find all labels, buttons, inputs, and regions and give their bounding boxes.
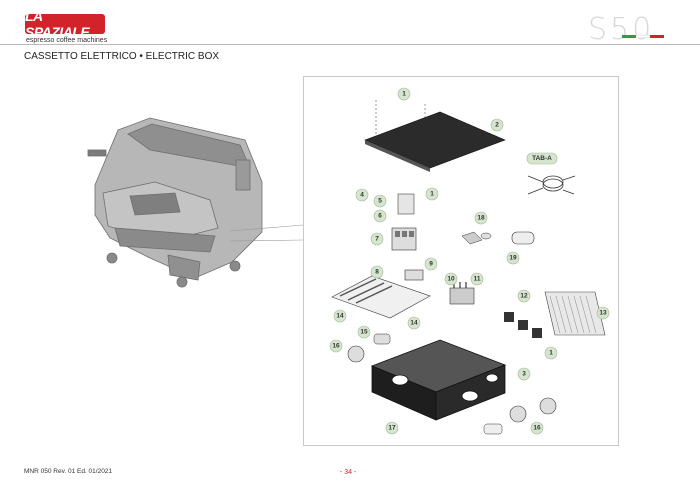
part-tab-a-wire [527,175,576,195]
svg-text:4: 4 [360,192,364,199]
svg-text:7: 7 [375,236,379,243]
part-fan [347,345,557,423]
svg-text:9: 9 [429,261,433,268]
header-divider [0,44,700,45]
part-foot [483,423,503,435]
callout-18: 18 [474,211,488,225]
svg-text:3: 3 [522,371,526,378]
svg-text:19: 19 [509,255,517,262]
callout-1-mid: 1 [425,187,439,201]
callout-4: 4 [355,188,369,202]
part-terminal-block [449,287,475,305]
svg-text:1: 1 [402,91,406,98]
svg-text:12: 12 [520,293,528,300]
document-reference: MNR 050 Rev. 01 Ed. 01/2021 [24,468,113,475]
part-circuit-board [331,275,431,319]
flag-red [650,35,664,38]
part-filter [373,333,391,345]
callout-19: 19 [506,251,520,265]
leader-line-bottom [229,239,304,242]
callout-tab-a: TAB-A [526,152,558,165]
svg-text:13: 13 [599,310,607,317]
section-title: CASSETTO ELETTRICO • ELECTRIC BOX [24,51,220,62]
leader-line-top [229,224,304,232]
callout-14-right: 14 [407,316,421,330]
flag-green [622,35,636,38]
callout-15: 15 [357,325,371,339]
part-capacitor [511,231,535,245]
brand-tagline: espresso coffee machines [26,37,108,44]
svg-text:16: 16 [332,343,340,350]
callout-7: 7 [370,232,384,246]
svg-text:18: 18 [477,215,485,222]
callout-17: 17 [385,421,399,435]
svg-text:5: 5 [378,198,382,205]
callout-6: 6 [373,209,387,223]
callout-5: 5 [373,194,387,208]
svg-text:2: 2 [495,122,499,129]
page-number: - 34 - [340,469,357,476]
part-clip [461,231,483,245]
svg-text:10: 10 [447,276,455,283]
svg-text:11: 11 [474,276,481,283]
callout-3: 3 [517,367,531,381]
svg-text:6: 6 [378,213,382,220]
svg-text:14: 14 [336,313,344,320]
svg-text:15: 15 [360,329,368,336]
callout-1-bottom: 1 [544,346,558,360]
callout-2: 2 [490,118,504,132]
callout-12: 12 [517,289,531,303]
svg-text:16: 16 [533,425,541,432]
part-cover-plate [364,111,506,169]
part-connector [404,269,424,281]
callout-10: 10 [444,272,458,286]
callout-1-top: 1 [397,87,411,101]
part-terminal-3 [532,328,542,338]
part-terminal-1 [504,312,514,322]
callout-14-left: 14 [333,309,347,323]
callout-13: 13 [596,306,610,320]
svg-text:17: 17 [388,425,396,432]
part-electric-box-frame [370,339,507,421]
svg-text:1: 1 [430,191,434,198]
callout-11: 11 [470,272,484,286]
part-cover-plate-edge [365,140,430,172]
callout-16-left: 16 [329,339,343,353]
part-heatsink [544,291,606,336]
svg-text:14: 14 [410,320,418,327]
svg-text:8: 8 [375,269,379,276]
model-name: S50 [588,12,655,47]
callout-9: 9 [424,257,438,271]
part-terminal-2 [518,320,528,330]
part-bracket [397,193,415,215]
svg-text:TAB-A: TAB-A [532,155,552,162]
svg-text:1: 1 [549,350,553,357]
flag-white [636,35,650,38]
callout-16-bottom: 16 [530,421,544,435]
callout-8: 8 [370,265,384,279]
machine-illustration [87,117,263,288]
